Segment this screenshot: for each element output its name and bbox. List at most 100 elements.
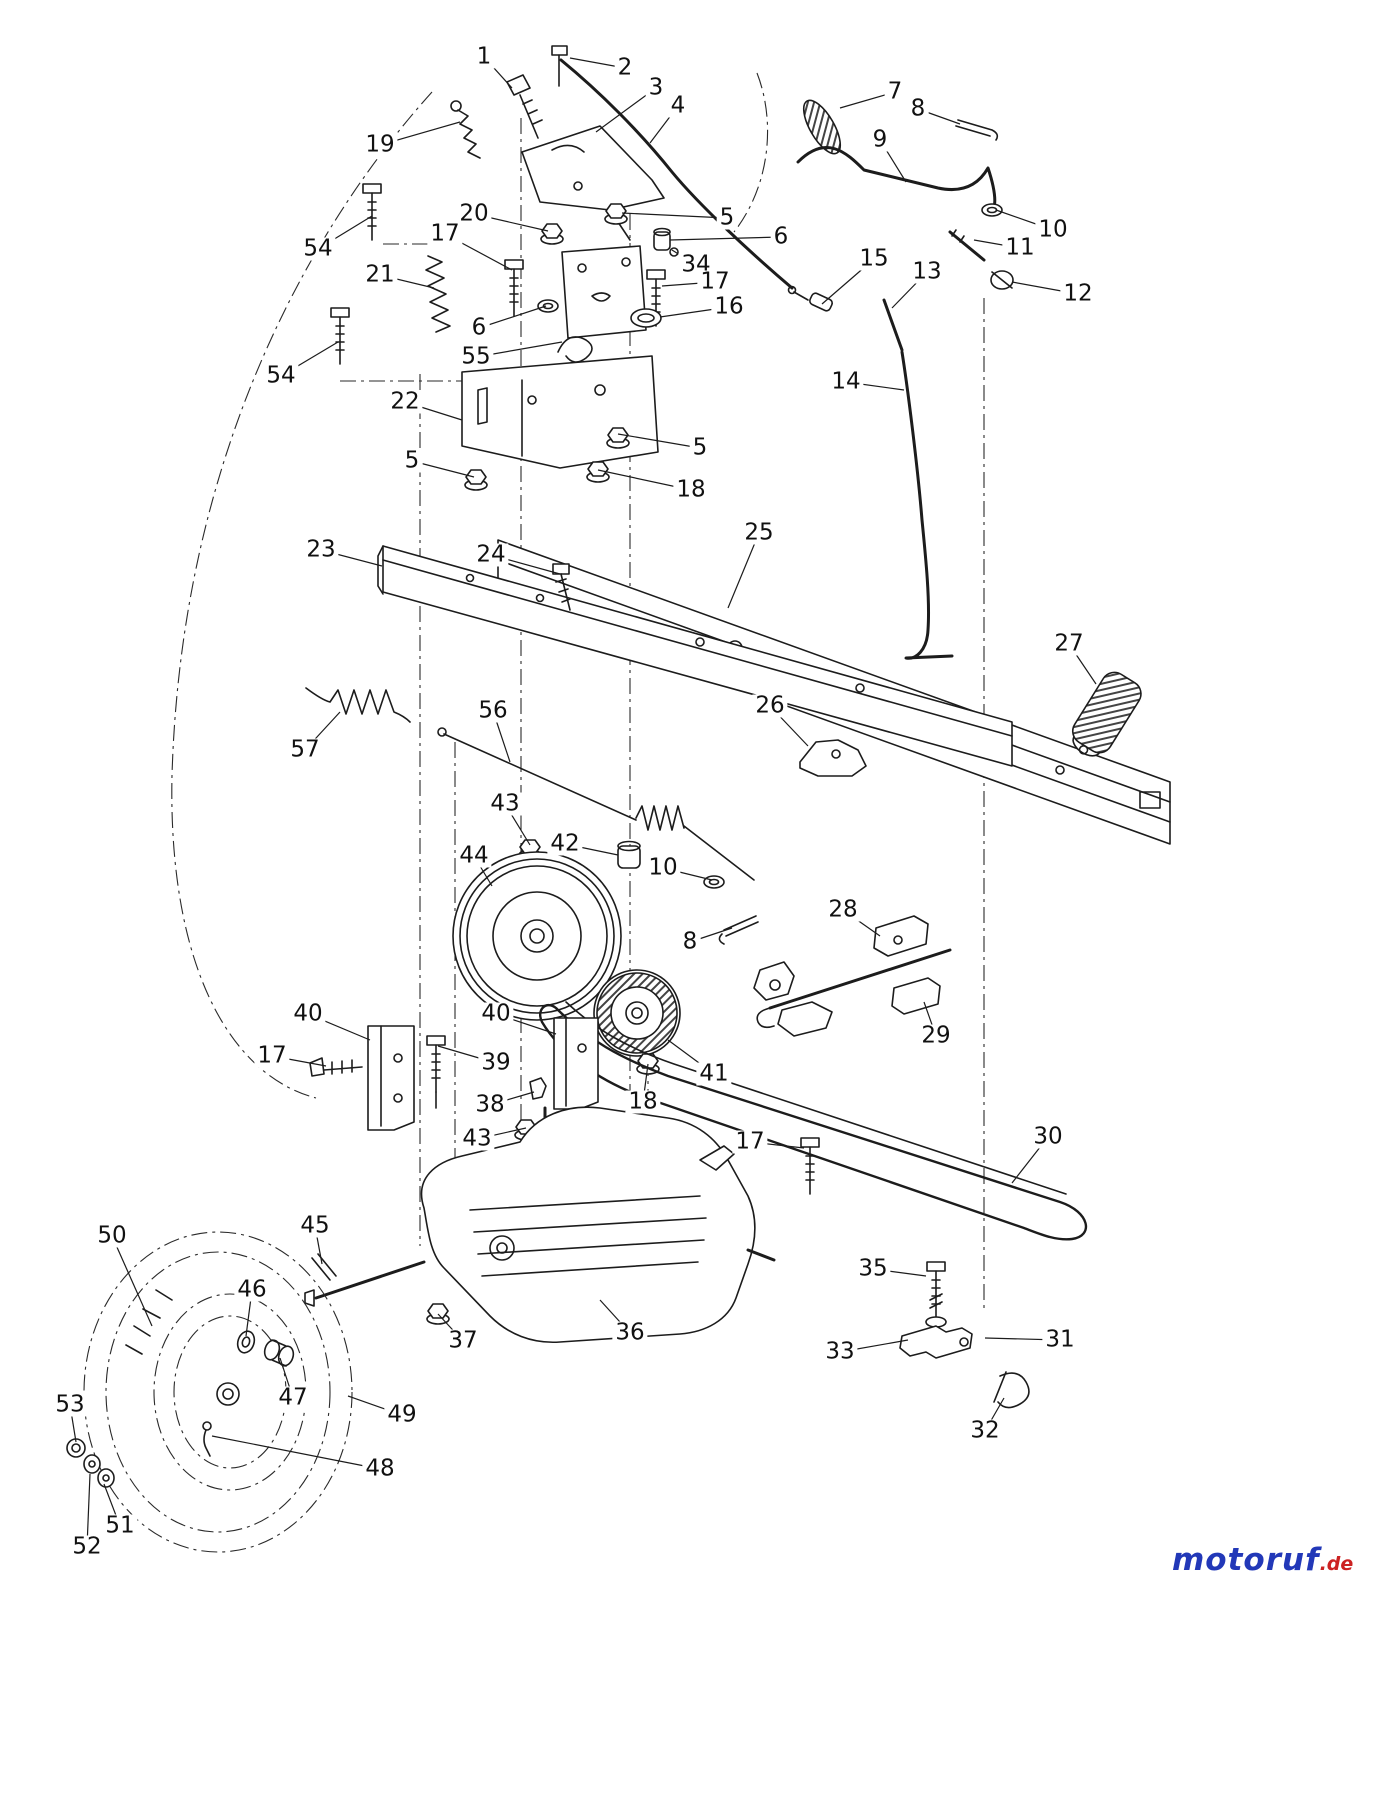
callout-28: 28: [825, 898, 861, 922]
callout-18: 18: [673, 478, 709, 502]
callout-30: 30: [1030, 1125, 1066, 1149]
callout-24: 24: [473, 543, 509, 567]
callout-48: 48: [362, 1457, 398, 1481]
callout-37: 37: [445, 1329, 481, 1353]
callout-16: 16: [711, 295, 747, 319]
callout-54: 54: [300, 237, 336, 261]
callout-12: 12: [1060, 282, 1096, 306]
callout-35: 35: [855, 1257, 891, 1281]
handle-rod-9: [796, 146, 997, 210]
leader-line-5: [411, 460, 475, 478]
brand-logo-suffix: .de: [1319, 1553, 1354, 1575]
callout-2: 2: [614, 56, 636, 80]
callout-3: 3: [645, 76, 667, 100]
callout-56: 56: [475, 699, 511, 723]
callout-4: 4: [667, 94, 689, 118]
bracket-26: [799, 739, 867, 777]
leader-line-6: [669, 236, 782, 241]
bolt-17-c: [309, 1057, 363, 1077]
callout-57: 57: [287, 738, 323, 762]
callout-33: 33: [822, 1340, 858, 1364]
hook-55: [557, 336, 593, 363]
link-rod-11: [948, 229, 986, 262]
callout-6: 6: [770, 225, 792, 249]
leader-line-50: [111, 1235, 153, 1327]
callout-21: 21: [362, 263, 398, 287]
callout-15: 15: [856, 247, 892, 271]
torque-rod-28-29: [753, 915, 952, 1037]
callout-5: 5: [716, 206, 738, 230]
pin-8-b: [718, 915, 759, 945]
washer-46: [236, 1330, 256, 1354]
callout-40: 40: [290, 1002, 326, 1026]
washer-10-b: [703, 875, 725, 889]
bushing-42: [617, 840, 641, 869]
callout-49: 49: [384, 1403, 420, 1427]
support-bracket-40-a: [367, 1025, 415, 1131]
drive-belt-30: [539, 1001, 1088, 1241]
leader-line-5: [617, 433, 701, 449]
leader-line-25: [727, 532, 760, 609]
callout-39: 39: [478, 1051, 514, 1075]
idler-pulley-41: [593, 969, 681, 1057]
callout-17: 17: [732, 1130, 768, 1154]
callout-44: 44: [456, 844, 492, 868]
callout-6: 6: [468, 316, 490, 340]
clutch-rod-56: [437, 727, 755, 881]
nut-5-a: [604, 203, 628, 225]
callout-51: 51: [102, 1514, 138, 1538]
callout-43: 43: [487, 792, 523, 816]
callout-5: 5: [689, 436, 711, 460]
screw-24: [552, 563, 571, 611]
rear-wheel-49: [83, 1231, 353, 1553]
callout-20: 20: [456, 202, 492, 226]
spacer-47: [263, 1339, 295, 1367]
support-plate-mid: [561, 245, 647, 339]
callout-10: 10: [1035, 218, 1071, 242]
callout-19: 19: [362, 133, 398, 157]
leader-line-52: [86, 1473, 91, 1548]
callout-25: 25: [741, 521, 777, 545]
tire-tread-50: [125, 1289, 173, 1355]
brand-logo: motoruf.de: [1172, 1542, 1353, 1578]
callout-10: 10: [645, 856, 681, 880]
callout-8: 8: [679, 930, 701, 954]
callout-27: 27: [1051, 632, 1087, 656]
callout-5: 5: [401, 449, 423, 473]
brand-logo-main: motoruf: [1172, 1542, 1320, 1578]
brake-rod-14: [900, 350, 954, 660]
bolt-1: [506, 74, 543, 139]
bolt-17-d: [800, 1137, 820, 1195]
ring-16: [630, 308, 662, 328]
callout-50: 50: [94, 1224, 130, 1248]
washer-10: [981, 203, 1003, 217]
callout-53: 53: [52, 1393, 88, 1417]
callout-22: 22: [387, 390, 423, 414]
callout-41: 41: [696, 1062, 732, 1086]
callout-54: 54: [263, 364, 299, 388]
bolt-35: [925, 1261, 947, 1328]
bolt-54-upper: [362, 183, 382, 241]
bolt-2: [551, 45, 568, 87]
bolt-39: [426, 1035, 446, 1109]
callout-9: 9: [869, 128, 891, 152]
callout-17: 17: [427, 222, 463, 246]
shift-rod-4: [559, 58, 797, 295]
spacer-34: [669, 247, 679, 257]
support-bracket-40-b: [553, 1017, 599, 1110]
washer-52: [83, 1454, 101, 1474]
transaxle-36: [304, 1100, 776, 1344]
flange-nut-20: [540, 223, 564, 245]
callout-55: 55: [458, 345, 494, 369]
nut-5-b: [606, 427, 630, 449]
callout-8: 8: [907, 97, 929, 121]
bushing-6: [653, 227, 671, 251]
cable-spring-19: [450, 100, 481, 159]
nut-5-c: [464, 469, 488, 491]
callout-17: 17: [254, 1044, 290, 1068]
valve-stem-48: [202, 1421, 212, 1457]
callout-52: 52: [69, 1535, 105, 1559]
pedal-pad-27: [1071, 671, 1142, 757]
spring-57: [305, 687, 411, 723]
